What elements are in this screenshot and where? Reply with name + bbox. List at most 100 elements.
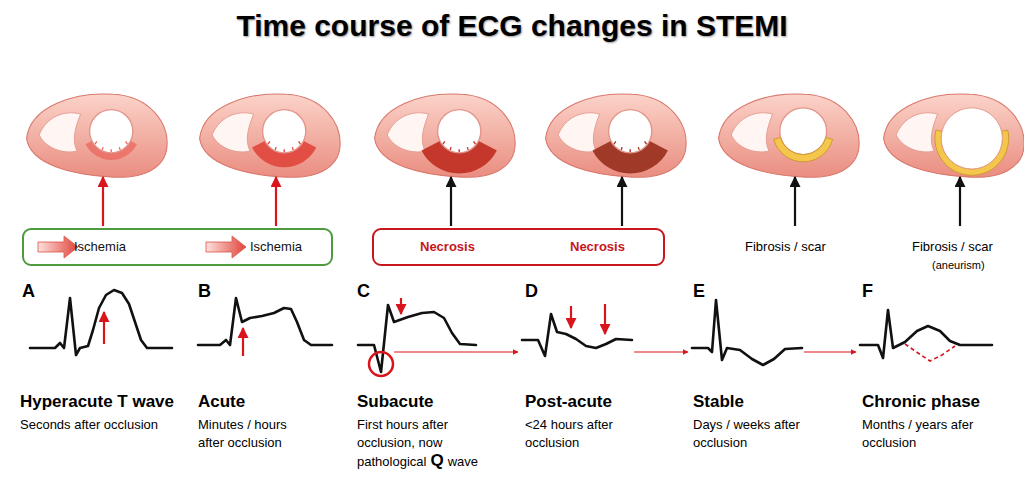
heart-cross-section: [719, 94, 860, 177]
trabecula: [102, 147, 104, 150]
ecg-trace: [30, 290, 172, 355]
ecg-trace: [358, 305, 476, 372]
myocardium: [27, 94, 168, 177]
phase-title: Chronic phase: [862, 393, 980, 411]
right-ventricle: [896, 113, 937, 152]
panel-letter: F: [862, 282, 873, 300]
block-arrow: [206, 236, 246, 258]
tissue-label: (aneurism): [932, 256, 985, 274]
heart-cross-section: [884, 94, 1024, 177]
aneurysm-lumen: [941, 108, 1002, 169]
phase-timing-group: First hours after occlusion, now patholo…: [357, 416, 507, 471]
heart-cross-section: [27, 94, 168, 177]
tissue-label: Fibrosis / scar: [912, 238, 993, 256]
trabecula: [268, 141, 270, 144]
right-ventricle: [731, 113, 772, 152]
trabecula: [292, 147, 294, 150]
q-wave-label: Q: [430, 451, 443, 470]
pointer-arrow: [450, 177, 452, 226]
change-arrow: [570, 306, 572, 328]
myocardium: [200, 94, 341, 177]
trabecula: [299, 141, 301, 144]
trabecula: [275, 147, 277, 150]
phase-title: Post-acute: [525, 393, 612, 411]
trabecula: [459, 149, 460, 152]
right-ventricle: [212, 113, 253, 152]
panel-letter: A: [22, 282, 35, 300]
trabecula: [284, 149, 285, 152]
panel-letter: D: [525, 282, 538, 300]
change-arrow: [242, 328, 244, 356]
band-label: Ischemia: [250, 238, 302, 256]
phase-timing: Seconds after occlusion: [20, 416, 190, 434]
left-ventricle-lumen: [438, 110, 481, 153]
phase-timing: Days / weeks after occlusion: [693, 416, 818, 452]
scar-tissue: [774, 137, 833, 161]
panel-letter: E: [693, 282, 705, 300]
panel-letter: B: [198, 282, 211, 300]
change-arrow: [400, 298, 402, 314]
pointer-arrow: [959, 177, 961, 226]
necrosis-band: Necrosis Necrosis: [372, 228, 665, 266]
phase-timing: Minutes / hours after occlusion: [198, 416, 310, 452]
change-arrow: [103, 312, 105, 344]
q-wave-circle: [369, 352, 393, 376]
band-label: Necrosis: [420, 238, 475, 256]
trabecula: [638, 147, 640, 150]
myocardium: [375, 94, 516, 177]
progression-arrow: [804, 351, 856, 352]
change-arrow: [604, 304, 606, 334]
trabecula: [645, 141, 647, 144]
title: Time course of ECG changes in STEMI: [0, 8, 1024, 44]
panel-letter: C: [357, 282, 370, 300]
phase-timing: Months / years afer occlusion: [862, 416, 992, 452]
pointer-arrow: [621, 177, 623, 226]
trabecula: [621, 147, 623, 150]
trabecula: [630, 149, 631, 152]
progression-arrow: [634, 351, 688, 352]
block-arrow: [38, 236, 78, 258]
trabecula: [119, 147, 121, 150]
ecg-trace: [692, 300, 802, 365]
trabecula: [111, 149, 112, 152]
phase-title: Subacute: [357, 393, 434, 411]
pointer-arrow: [794, 177, 796, 226]
trabecula: [95, 141, 97, 144]
phase-title: Hyperacute T wave: [20, 393, 174, 411]
trabecula: [126, 141, 128, 144]
right-ventricle: [387, 113, 428, 152]
phase-timing: <24 hours after occlusion: [525, 416, 637, 452]
pointer-arrow: [102, 177, 104, 226]
trabecula: [443, 141, 445, 144]
tissue-label: Fibrosis / scar: [745, 238, 826, 256]
band-label: Necrosis: [570, 238, 625, 256]
trabecula: [467, 147, 469, 150]
phase-title: Stable: [693, 393, 744, 411]
left-ventricle-lumen: [263, 110, 306, 153]
right-ventricle: [558, 113, 599, 152]
heart-cross-section: [200, 94, 341, 177]
myocardium: [884, 94, 1024, 177]
heart-cross-section: [375, 94, 516, 177]
trabecula: [450, 147, 452, 150]
pointer-arrow: [275, 177, 277, 226]
progression-arrow: [394, 351, 518, 352]
left-ventricle-lumen: [90, 110, 133, 153]
myocardium: [719, 94, 860, 177]
ecg-trace: [860, 310, 992, 358]
left-ventricle-lumen: [609, 110, 652, 153]
band-label: Ischemia: [74, 238, 126, 256]
inverted-t-dashed: [905, 344, 955, 361]
ecg-trace: [522, 314, 632, 356]
right-ventricle: [39, 113, 80, 152]
trabecula: [474, 141, 476, 144]
phase-title: Acute: [198, 393, 245, 411]
myocardium: [546, 94, 687, 177]
ischemia-band: Ischemia Ischemia: [22, 228, 333, 266]
phase-timing: wave: [448, 454, 478, 469]
trabecula: [614, 141, 616, 144]
heart-cross-section: [546, 94, 687, 177]
ecg-trace: [198, 298, 332, 345]
